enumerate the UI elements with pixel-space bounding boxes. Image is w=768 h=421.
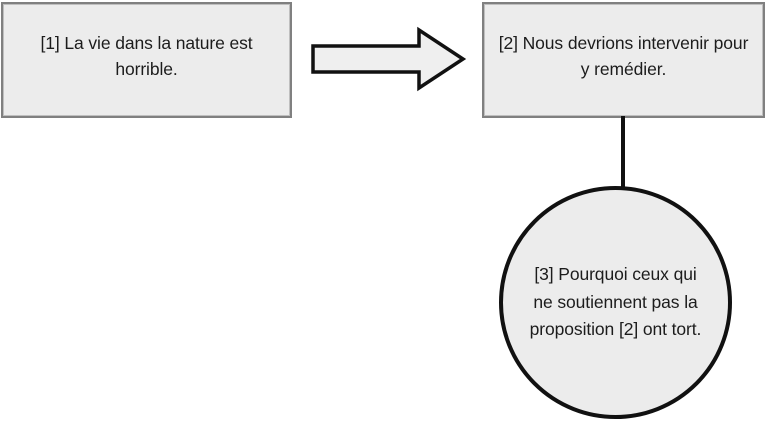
proposition-box-1[interactable]: [1] La vie dans la nature est horrible.: [1, 2, 292, 118]
proposition-box-2-label: [2] Nous devrions intervenir pour y remé…: [498, 33, 749, 79]
connector-line-2-to-3: [621, 116, 625, 194]
support-arrow-icon[interactable]: [308, 24, 468, 94]
proposition-box-1-label: [1] La vie dans la nature est horrible.: [40, 33, 253, 79]
proposition-box-2[interactable]: [2] Nous devrions intervenir pour y remé…: [482, 2, 765, 118]
proposition-circle-3-label: [3] Pourquoi ceux qui ne soutiennent pas…: [529, 264, 702, 340]
proposition-circle-3[interactable]: [3] Pourquoi ceux qui ne soutiennent pas…: [499, 186, 732, 419]
